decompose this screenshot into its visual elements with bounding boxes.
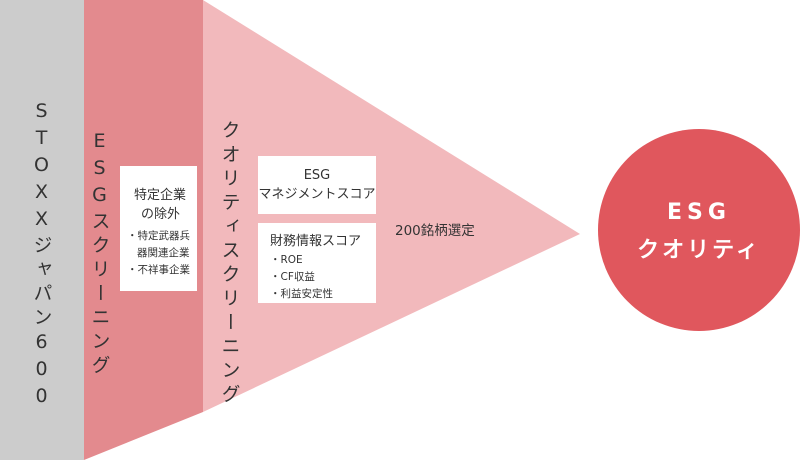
financial-item-roe: ・ROE	[270, 254, 303, 266]
result-title-line2: クオリティ	[637, 238, 761, 263]
result-title-line1: ESG	[667, 200, 731, 225]
financial-score-title: 財務情報スコア	[270, 234, 362, 249]
exclusion-item-scandal: ・不祥事企業	[127, 264, 190, 276]
exclusion-item-weapons-line2: 器関連企業	[137, 247, 190, 259]
exclusion-title-line1: 特定企業	[134, 188, 187, 203]
selection-label: 200銘柄選定	[395, 223, 475, 239]
universe-label: STOXXジャパン600	[30, 100, 53, 412]
exclusion-title-line2: の除外	[141, 207, 181, 222]
esg-score-line1: ESG	[303, 168, 331, 183]
esg-screening-label: ESGスクリーニング	[88, 130, 111, 379]
financial-score-box: 財務情報スコア ・ROE ・CF収益 ・利益安定性	[258, 223, 376, 303]
quality-screening-label: クオリティスクリーニング	[218, 120, 241, 408]
quality-screening-band	[203, 0, 580, 412]
universe-band	[0, 0, 84, 460]
financial-item-stability: ・利益安定性	[270, 288, 333, 300]
esg-score-box: ESG マネジメントスコア	[258, 156, 376, 214]
esg-quality-circle	[598, 129, 800, 331]
financial-item-cf: ・CF収益	[270, 271, 315, 283]
esg-score-line2: マネジメントスコア	[258, 187, 376, 202]
exclusion-box: 特定企業 の除外 ・特定武器兵 器関連企業 ・不祥事企業	[120, 166, 197, 291]
exclusion-item-weapons-line1: ・特定武器兵	[127, 230, 190, 242]
